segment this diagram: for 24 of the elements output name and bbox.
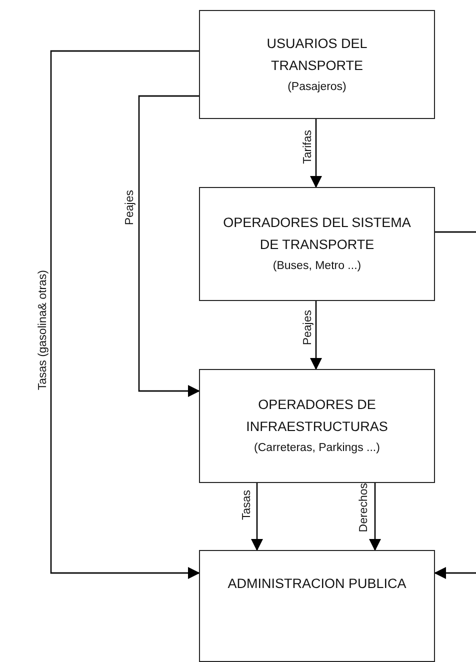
process-box: [199, 369, 435, 483]
box-title: USUARIOS DEL TRANSPORTE: [266, 34, 368, 74]
edge-label: Peajes: [302, 310, 314, 346]
box-title: ADMINISTRACION PUBLICA: [228, 575, 406, 593]
arrow: [310, 119, 322, 188]
edge-label: Tasas (gasolina& otras): [37, 270, 49, 390]
edge-label: Tasas: [241, 490, 253, 520]
process-box: [199, 187, 435, 301]
arrow: [369, 483, 381, 551]
edge-label: Peajes: [124, 190, 136, 226]
process-box: [199, 10, 435, 119]
arrow: [251, 483, 263, 551]
arrow: [434, 567, 476, 579]
arrow: [310, 301, 322, 370]
box-title: OPERADORES DEL SISTEMA DE TRANSPORTE: [222, 214, 412, 254]
box-subtitle: (Buses, Metro ...): [272, 259, 362, 274]
edge-label: Derechos: [358, 483, 370, 532]
box-subtitle: (Pasajeros): [288, 80, 346, 94]
arrow: [138, 95, 200, 397]
arrow: [50, 50, 200, 579]
box-title: OPERADORES DE INFRAESTRUCTURAS: [245, 396, 389, 436]
edge-label: Tarifas: [302, 130, 314, 164]
process-box: [199, 550, 435, 662]
box-subtitle: (Carreteras, Parkings ...): [254, 441, 380, 456]
